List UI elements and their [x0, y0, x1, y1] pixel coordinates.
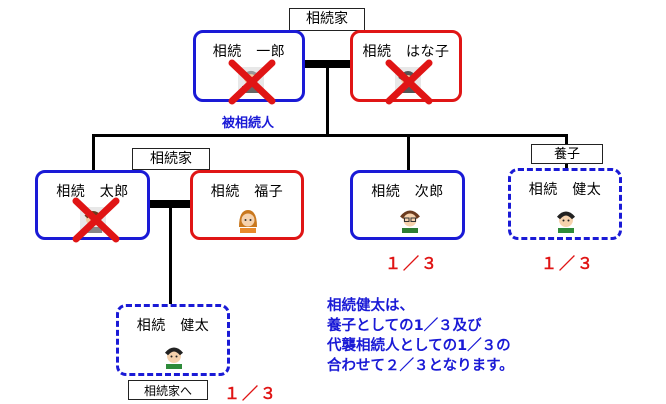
person-box-ichiro: 相続 一郎 [193, 30, 305, 105]
note-line-3: 代襲相続人としての1／３の [327, 338, 511, 354]
deceased-caption: 被相続人 [222, 116, 275, 131]
person-name-kenta-grandchild: 相続 健太 [136, 318, 210, 334]
person-box-kenta-adopted: 相続 健太 [508, 168, 622, 240]
woman-avatar-icon [235, 207, 261, 233]
person-box-jiro: 相続 次郎 [350, 170, 465, 240]
person-name-hanako: 相続 はな子 [362, 44, 450, 60]
deceased-cross-icon [72, 197, 120, 243]
share-jiro: １／３ [385, 254, 440, 273]
person-box-kenta-grandchild: 相続 健太 [116, 304, 230, 376]
person-name-jiro: 相続 次郎 [371, 184, 444, 200]
marriage-line-mid [148, 200, 192, 208]
deceased-cross-icon [228, 59, 276, 105]
vertical-line-mid [169, 206, 172, 304]
note-line-1: 相続健太は、 [327, 298, 414, 314]
note-line-2: 養子としての1／３及び [327, 318, 482, 334]
person-box-fukuko: 相続 福子 [190, 170, 304, 240]
person-name-kenta-adopted: 相続 健太 [528, 182, 602, 198]
share-kenta-adopted: １／３ [541, 254, 596, 273]
note-line-4: 合わせて２／３となります。 [327, 358, 514, 374]
adopted-tag: 養子 [531, 144, 603, 164]
marriage-line-top [303, 60, 353, 68]
person-box-hanako: 相続 はな子 [350, 30, 462, 105]
drop-line-jiro [407, 134, 410, 170]
vertical-line-top [326, 66, 329, 136]
person-name-ichiro: 相続 一郎 [212, 44, 286, 60]
person-name-taro: 相続 太郎 [56, 184, 129, 200]
family-tag-top: 相続家 [289, 8, 365, 31]
boy-avatar-icon [161, 343, 187, 369]
share-kenta-grandchild: １／３ [224, 384, 279, 403]
children-horizontal-line [92, 134, 568, 137]
drop-line-taro [92, 134, 95, 170]
boy-avatar-icon [553, 207, 579, 233]
to-family-tag: 相続家へ [128, 380, 208, 400]
person-name-fukuko: 相続 福子 [210, 184, 284, 200]
man-glasses-avatar-icon [397, 207, 423, 233]
deceased-cross-icon [385, 59, 433, 105]
person-box-taro: 相続 太郎 [35, 170, 150, 243]
family-tag-mid: 相続家 [132, 148, 210, 170]
explanation-note: 相続健太は、 養子としての1／３及び 代襲相続人としての1／３の 合わせて２／３… [327, 296, 514, 376]
